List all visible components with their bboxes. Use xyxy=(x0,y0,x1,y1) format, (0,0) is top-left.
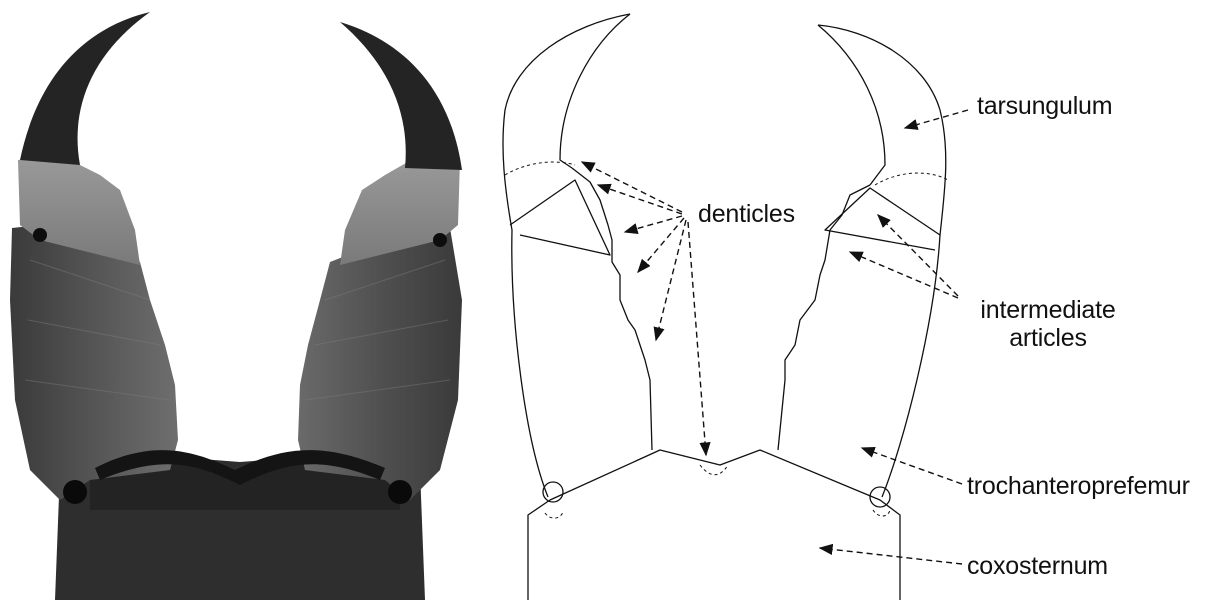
label-denticles: denticles xyxy=(698,200,795,228)
photo-left-tarsungulum xyxy=(20,12,150,165)
label-intermediate-line2: articles xyxy=(963,324,1133,352)
forcipule-photograph xyxy=(0,0,480,600)
drawing-right-limb xyxy=(818,25,946,497)
drawing-coxosternum xyxy=(528,450,900,600)
label-intermediate-line1: intermediate xyxy=(963,296,1133,324)
label-intermediate-articles: intermediate articles xyxy=(963,296,1133,352)
drawing-left-limb xyxy=(503,14,630,497)
label-coxosternum: coxosternum xyxy=(967,552,1108,580)
photo-right-tarsungulum xyxy=(340,22,462,170)
photograph-svg xyxy=(0,0,480,600)
label-tarsungulum: tarsungulum xyxy=(977,92,1112,120)
label-trochanteroprefemur: trochanteroprefemur xyxy=(967,472,1190,500)
